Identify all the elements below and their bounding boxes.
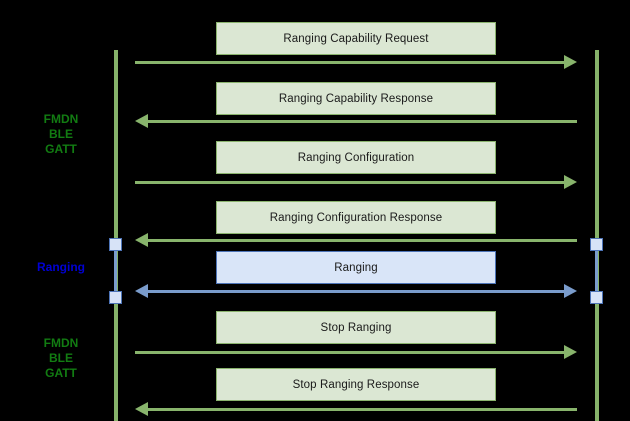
message-box-ranging[interactable]: Ranging [216,251,496,284]
message-box-stop-ranging-response[interactable]: Stop Ranging Response [216,368,496,401]
side-label-line: FMDN [43,112,79,126]
message-arrow-ranging [135,284,577,298]
right-ranging-activation-segment [595,244,598,297]
side-label-fmdn-ble-gatt-bottom: FMDN BLE GATT [22,336,100,381]
side-label-ranging: Ranging [22,260,100,275]
message-box-stop-ranging[interactable]: Stop Ranging [216,311,496,344]
message-box-ranging-configuration[interactable]: Ranging Configuration [216,141,496,174]
side-label-line: GATT [45,366,77,380]
right-activation-start-marker [590,238,603,251]
side-label-line: BLE [49,351,73,365]
arrow-head-left [135,284,148,298]
arrow-head-left [135,114,148,128]
message-arrow-stop-ranging-response [135,402,577,416]
arrow-shaft [135,350,564,354]
arrow-head-right [564,284,577,298]
message-arrow-stop-ranging [135,345,577,359]
arrow-shaft [148,289,564,293]
arrow-shaft [148,407,577,411]
message-arrow-ranging-configuration [135,175,577,189]
arrow-shaft [148,119,577,123]
arrow-head-right [564,175,577,189]
right-activation-end-marker [590,291,603,304]
side-label-line: Ranging [37,260,85,274]
side-label-fmdn-ble-gatt-top: FMDN BLE GATT [22,112,100,157]
message-box-ranging-capability-request[interactable]: Ranging Capability Request [216,22,496,55]
arrow-shaft [135,60,564,64]
message-arrow-ranging-configuration-response [135,233,577,247]
right-lifeline [595,50,599,421]
arrow-head-right [564,345,577,359]
arrow-head-left [135,402,148,416]
side-label-line: GATT [45,142,77,156]
side-label-line: BLE [49,127,73,141]
arrow-shaft [135,180,564,184]
left-ranging-activation-segment [114,244,117,297]
side-label-line: FMDN [43,336,79,350]
message-box-ranging-configuration-response[interactable]: Ranging Configuration Response [216,201,496,234]
arrow-head-right [564,55,577,69]
left-activation-end-marker [109,291,122,304]
message-box-ranging-capability-response[interactable]: Ranging Capability Response [216,82,496,115]
arrow-shaft [148,238,577,242]
left-activation-start-marker [109,238,122,251]
message-arrow-ranging-capability-request [135,55,577,69]
left-lifeline [114,50,118,421]
message-arrow-ranging-capability-response [135,114,577,128]
arrow-head-left [135,233,148,247]
